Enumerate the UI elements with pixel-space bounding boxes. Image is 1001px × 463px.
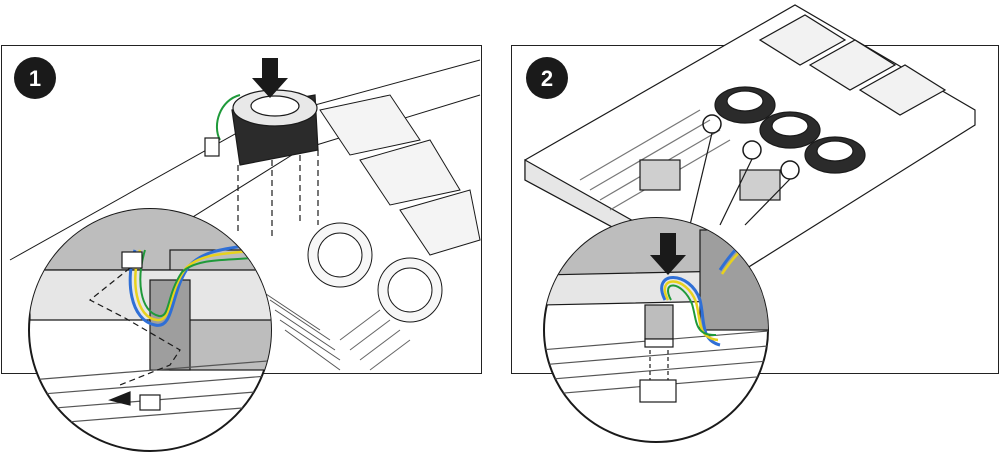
guide-lines-1 [237,150,319,240]
drive-bays [319,94,481,256]
chassis-fan-2 [377,257,443,323]
insert-arrow-1 [252,58,288,98]
fan-module [204,89,319,166]
chassis-fan-1 [307,222,373,288]
fan-row-right [714,86,866,174]
callout-lines-2 [689,132,791,226]
step-2-number: 2 [541,66,553,91]
drive-bays-right [758,14,947,116]
zoom-lens-1 [28,208,272,452]
motherboard-right [579,109,781,211]
step-1-number: 1 [29,66,41,91]
memory-slots [339,309,411,371]
step-2-badge: 2 [526,57,568,99]
heatsink [259,289,341,371]
step-1-badge: 1 [14,57,56,99]
insert-arrow-2 [650,233,686,275]
server-chassis-left [9,59,481,371]
